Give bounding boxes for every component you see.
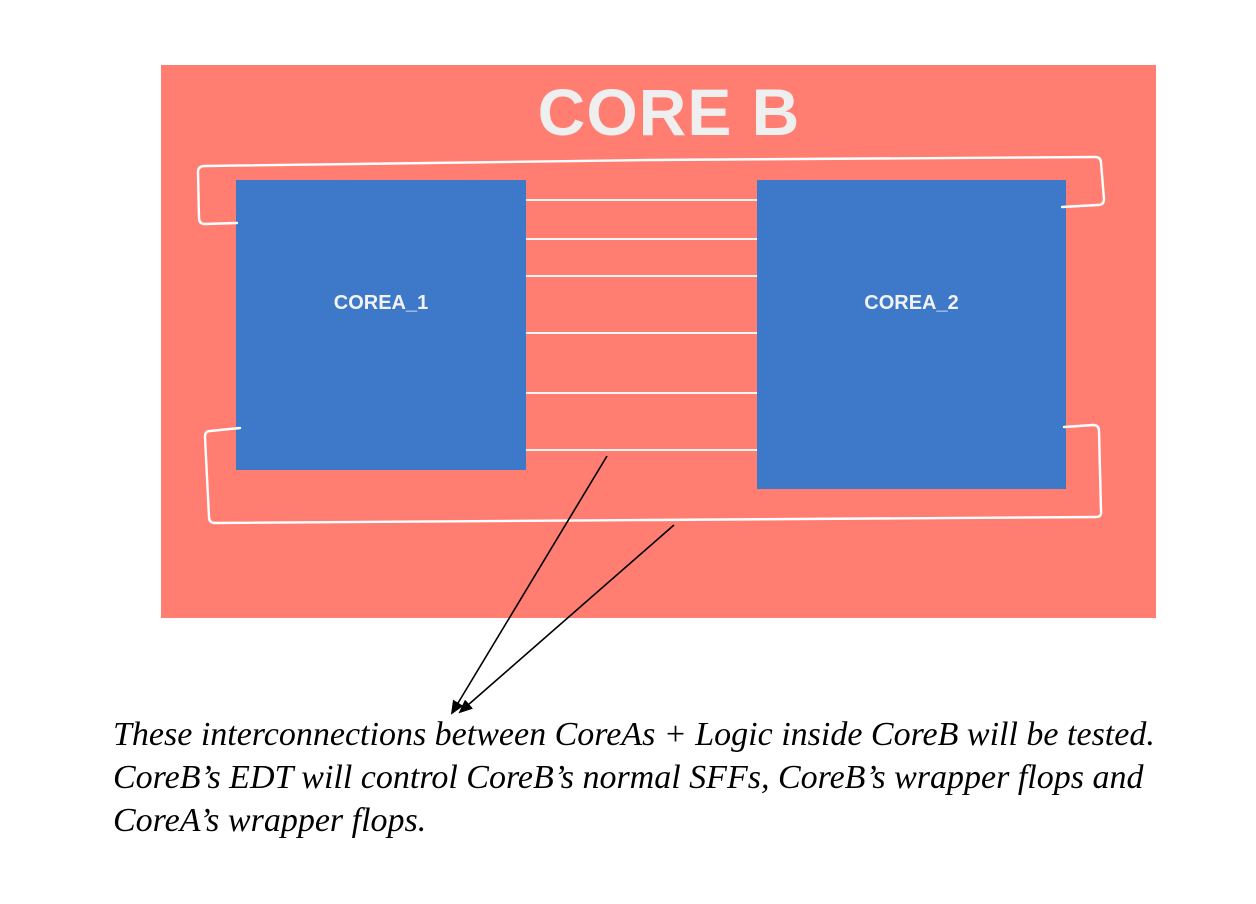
corea-1-block: COREA_1 (236, 180, 526, 470)
core-b-label: CORE B (537, 75, 801, 149)
corea-1-label: COREA_1 (333, 292, 429, 314)
caption-line-2: CoreB’s EDT will control CoreB’s normal … (113, 759, 1144, 839)
caption-line-1: These interconnections between CoreAs + … (113, 716, 1155, 753)
corea-2-label: COREA_2 (864, 292, 959, 314)
corea-2-block: COREA_2 (757, 180, 1066, 489)
caption: These interconnections between CoreAs + … (113, 713, 1248, 842)
